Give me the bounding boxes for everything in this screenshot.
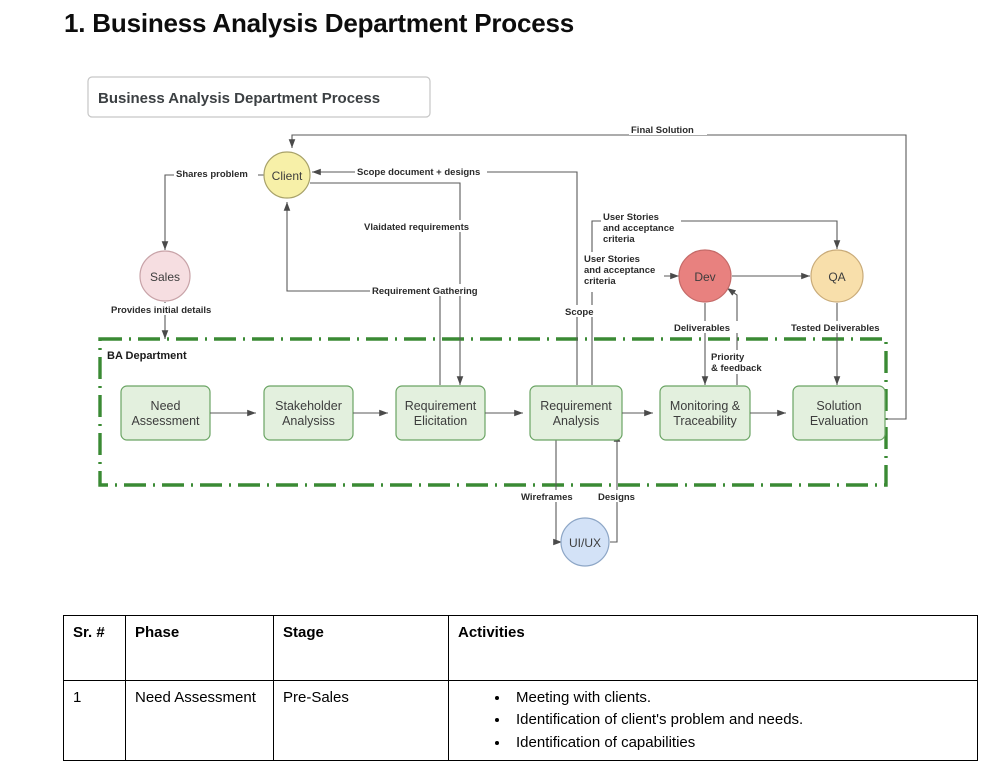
- table-row: 1 Need Assessment Pre-Sales Meeting with…: [63, 680, 978, 761]
- edge-label-priority-line2: & feedback: [711, 363, 762, 374]
- table-cell-sr: 1: [63, 680, 126, 761]
- activities-list: Meeting with clients. Identification of …: [458, 687, 969, 753]
- edge-label-scope: Scope: [565, 307, 594, 318]
- diagram-header-box: Business Analysis Department Process: [87, 76, 431, 118]
- list-item: Identification of client's problem and n…: [510, 709, 969, 730]
- stage-label-line1: Solution: [816, 399, 861, 413]
- edge-analysis-uiux: [553, 429, 562, 546]
- edge-label-wireframes: Wireframes: [521, 492, 573, 503]
- node-dev-label: Dev: [694, 270, 715, 284]
- table-cell-phase: Need Assessment: [125, 680, 274, 761]
- process-flow-diagram: Business Analysis Department Process BA …: [0, 55, 1000, 600]
- stage-box-monitoring[interactable]: Monitoring & Traceability: [659, 385, 751, 441]
- ba-department-pool-label: BA Department: [107, 350, 187, 362]
- edge-label-priority-line1: Priority: [711, 352, 745, 363]
- stage-label-line2: Analysiss: [282, 414, 335, 428]
- list-item: Identification of capabilities: [510, 732, 969, 753]
- stage-label-line1: Requirement: [540, 399, 612, 413]
- stage-label-line1: Need: [151, 399, 181, 413]
- page-title: 1. Business Analysis Department Process: [64, 8, 575, 38]
- edge-label-user-stories-qa-line2: and acceptance: [603, 223, 674, 234]
- edge-elicitation-client: [283, 202, 441, 385]
- diagram-header-label: Business Analysis Department Process: [98, 90, 380, 107]
- node-client-label: Client: [272, 169, 303, 183]
- edge-label-validated-requirements: Vlaidated requirements: [364, 222, 469, 233]
- node-dev[interactable]: Dev: [678, 249, 732, 303]
- process-activities-table: Sr. # Phase Stage Activities 1 Need Asse…: [63, 615, 978, 761]
- table-header-activities: Activities: [448, 615, 978, 681]
- edge-label-tested-deliverables: Tested Deliverables: [791, 323, 880, 334]
- edge-labels: Shares problem Provides initial details …: [110, 123, 885, 503]
- node-client[interactable]: Client: [263, 151, 311, 199]
- stage-label-line2: Traceability: [673, 414, 737, 428]
- stage-boxes: Need Assessment Stakeholder Analysiss Re…: [120, 385, 886, 441]
- edge-label-user-stories-qa-line1: User Stories: [603, 212, 659, 223]
- node-qa[interactable]: QA: [810, 249, 864, 303]
- edge-client-sales: [161, 174, 265, 250]
- edge-label-deliverables: Deliverables: [674, 323, 730, 334]
- stage-label-line1: Monitoring &: [670, 399, 741, 413]
- edge-label-requirement-gathering: Requirement Gathering: [372, 286, 478, 297]
- stage-box-stakeholder[interactable]: Stakeholder Analysiss: [263, 385, 354, 441]
- stage-label-line2: Analysis: [553, 414, 600, 428]
- table-header-sr: Sr. #: [63, 615, 126, 681]
- role-nodes: Client Sales Dev QA UI/UX: [139, 151, 864, 567]
- stage-box-elicitation[interactable]: Requirement Elicitation: [395, 385, 486, 441]
- edge-label-scope-document-designs: Scope document + designs: [357, 167, 480, 178]
- ba-department-pool: BA Department: [98, 337, 888, 487]
- stage-box-need[interactable]: Need Assessment: [120, 385, 211, 441]
- stage-label-line1: Stakeholder: [275, 399, 342, 413]
- edge-uiux-analysis: [610, 433, 621, 543]
- table-cell-stage: Pre-Sales: [273, 680, 449, 761]
- edge-label-user-stories-dev-line3: criteria: [584, 276, 616, 287]
- node-uiux-label: UI/UX: [569, 536, 601, 550]
- table-cell-activities: Meeting with clients. Identification of …: [448, 680, 978, 761]
- stage-label-line2: Assessment: [131, 414, 200, 428]
- edge-label-user-stories-dev-line2: and acceptance: [584, 265, 655, 276]
- edge-client-elicitation: [310, 182, 464, 385]
- edge-solution-client: [288, 134, 907, 420]
- node-sales-label: Sales: [150, 270, 180, 284]
- stage-label-line2: Evaluation: [810, 414, 868, 428]
- edge-label-provides-initial-details: Provides initial details: [111, 305, 211, 316]
- edge-analysis-client: [312, 168, 578, 385]
- edge-label-final-solution: Final Solution: [631, 125, 694, 136]
- stage-box-solution[interactable]: Solution Evaluation: [792, 385, 886, 441]
- edge-label-user-stories-qa-line3: criteria: [603, 234, 635, 245]
- stage-label-line2: Elicitation: [414, 414, 468, 428]
- stage-box-analysis[interactable]: Requirement Analysis: [529, 385, 623, 441]
- list-item: Meeting with clients.: [510, 687, 969, 708]
- node-uiux[interactable]: UI/UX: [560, 517, 610, 567]
- table-header-phase: Phase: [125, 615, 274, 681]
- edge-label-user-stories-dev-line1: User Stories: [584, 254, 640, 265]
- edge-label-shares-problem: Shares problem: [176, 169, 248, 180]
- edge-label-designs: Designs: [598, 492, 635, 503]
- node-qa-label: QA: [828, 270, 845, 284]
- table-header-stage: Stage: [273, 615, 449, 681]
- node-sales[interactable]: Sales: [139, 250, 191, 302]
- stage-label-line1: Requirement: [405, 399, 477, 413]
- edge-analysis-qa: [591, 220, 841, 385]
- table-header-row: Sr. # Phase Stage Activities: [63, 615, 978, 681]
